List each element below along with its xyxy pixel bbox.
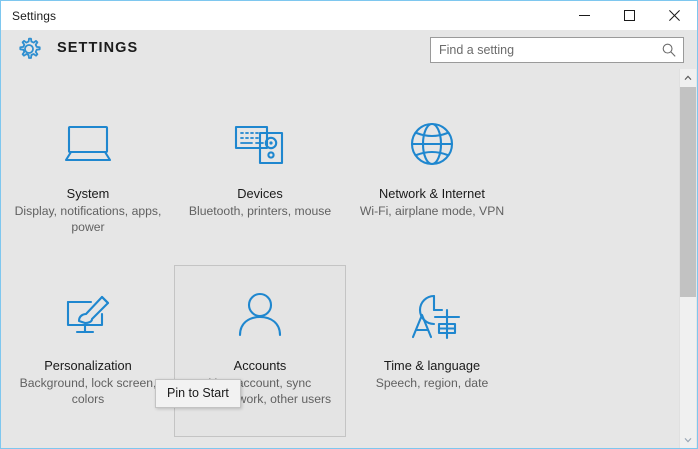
keyboard-speaker-icon	[230, 102, 290, 186]
scrollbar-thumb[interactable]	[680, 87, 696, 297]
monitor-brush-icon	[58, 274, 118, 358]
search-input[interactable]	[439, 39, 649, 61]
settings-tile-ease-of-access[interactable]: Ease of AccessNarrator, magnifier, high …	[2, 437, 174, 448]
tile-title: Accounts	[233, 358, 287, 373]
settings-header: SETTINGS	[2, 30, 696, 69]
vertical-scrollbar[interactable]	[679, 69, 696, 448]
page-title: SETTINGS	[57, 40, 139, 56]
tile-title: Network & Internet	[379, 186, 485, 201]
clock-language-icon	[401, 274, 463, 358]
maximize-icon	[624, 10, 635, 21]
minimize-icon	[579, 15, 590, 16]
settings-tile-privacy[interactable]: PrivacyLocation, camera	[174, 437, 346, 448]
tile-title: System	[66, 186, 110, 201]
search-box[interactable]	[430, 37, 684, 63]
ease-of-access-icon	[60, 446, 116, 448]
chevron-up-icon	[684, 75, 692, 80]
gear-icon	[14, 34, 44, 64]
tile-description: Display, notifications, apps, power	[14, 204, 162, 234]
close-icon	[669, 10, 680, 21]
lock-icon	[234, 446, 286, 448]
tile-description: Background, lock screen, colors	[19, 376, 157, 406]
scrollbar-up-button[interactable]	[680, 69, 696, 86]
context-menu-item-pin-to-start[interactable]: Pin to Start	[167, 386, 229, 400]
tile-description: Bluetooth, printers, mouse	[188, 204, 332, 218]
chevron-down-icon	[684, 437, 692, 442]
maximize-button[interactable]	[607, 1, 652, 30]
search-icon[interactable]	[661, 42, 677, 58]
context-menu: Pin to Start	[155, 379, 241, 408]
caption-button-group	[562, 1, 697, 30]
tile-description: Speech, region, date	[375, 376, 489, 390]
grid-top-spacer	[2, 69, 681, 75]
minimize-button[interactable]	[562, 1, 607, 30]
person-icon	[232, 274, 288, 358]
title-bar: Settings	[1, 1, 697, 30]
tile-title: Devices	[237, 186, 283, 201]
tile-title: Time & language	[383, 358, 481, 373]
window-title: Settings	[12, 8, 57, 23]
tile-description: Wi-Fi, airplane mode, VPN	[359, 204, 505, 218]
scrollbar-down-button[interactable]	[680, 431, 696, 448]
laptop-icon	[58, 102, 118, 186]
tile-title: Personalization	[44, 358, 132, 373]
globe-icon	[404, 102, 460, 186]
close-button[interactable]	[652, 1, 697, 30]
